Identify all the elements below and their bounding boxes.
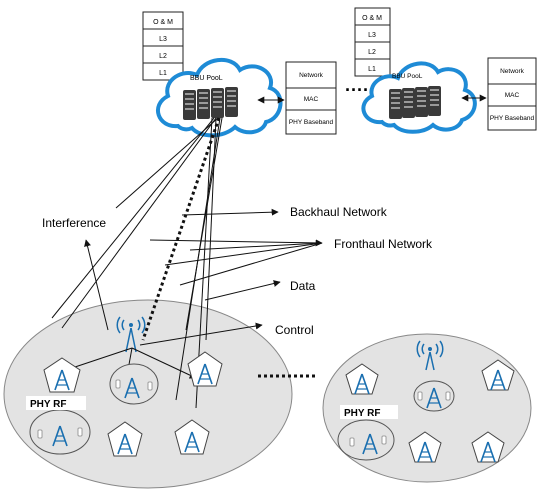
right-bbu-servers-icon: [389, 86, 441, 119]
right-rf-cell-ring: [337, 419, 395, 461]
interference-label: Interference: [42, 216, 106, 230]
left-stack-layer: L2: [159, 53, 167, 60]
left-phy-rf-label: PHY RF: [30, 399, 67, 410]
right-bbu-cloud: BBU PooL: [361, 61, 477, 134]
left-stack-layer: L3: [159, 36, 167, 43]
right-stack-layer: L3: [368, 32, 376, 39]
left-protocol-stack: O & M L3 L2 L1: [142, 11, 184, 81]
left-pentagon-cell: [174, 419, 210, 455]
backhaul-label: Backhaul Network: [290, 205, 388, 219]
right-bbu-pool: O & M L3 L2 L1 BBU PooL Network MAC PHY …: [354, 7, 537, 134]
left-phy-rf-box: [26, 396, 86, 410]
right-phy-rf-label: PHY RF: [344, 408, 381, 419]
data-label: Data: [290, 279, 316, 293]
phone-icon: [37, 429, 43, 439]
right-phy-rf-box: [340, 405, 398, 419]
right-stack-layer: O & M: [362, 15, 382, 22]
right-cloud-label: BBU PooL: [392, 73, 423, 80]
right-protocol-box: Network MAC PHY Baseband: [487, 57, 537, 131]
right-small-cell-ring: [413, 380, 455, 412]
phone-icon: [417, 391, 423, 401]
control-label: Control: [275, 323, 314, 337]
phone-icon: [115, 379, 121, 389]
right-protocol-layer: PHY Baseband: [490, 115, 535, 122]
left-protocol-layer: Network: [299, 72, 324, 79]
left-macro-antenna-icon: [116, 316, 146, 353]
left-cloud-label: BBU PooL: [190, 75, 223, 82]
left-bbu-pool: O & M L3 L2 L1 BBU PooL Network MAC PHY …: [142, 11, 337, 138]
phone-icon: [445, 391, 451, 401]
pool-continuation-dots: ····: [345, 80, 369, 100]
left-protocol-layer: PHY Baseband: [289, 119, 334, 126]
fronthaul-label: Fronthaul Network: [334, 237, 433, 251]
left-stack-layer: L1: [159, 70, 167, 77]
fronthaul-links: [51, 117, 223, 409]
phone-icon: [381, 435, 387, 445]
right-pentagon-cell: [471, 431, 505, 463]
left-pentagon-cell: [187, 351, 223, 387]
right-protocol-layer: Network: [500, 68, 525, 75]
phone-icon: [147, 381, 153, 391]
annotation-arrows: [84, 208, 323, 346]
phone-icon: [77, 427, 83, 437]
right-pentagon-cell: [345, 363, 379, 395]
right-protocol-stack: O & M L3 L2 L1: [354, 7, 391, 77]
phone-icon: [349, 437, 355, 447]
right-macro-antenna-icon: [416, 340, 444, 371]
left-stack-layer: O & M: [153, 19, 173, 26]
right-pentagon-cell: [481, 359, 515, 391]
right-stack-layer: L1: [368, 66, 376, 73]
right-stack-layer: L2: [368, 49, 376, 56]
left-pentagon-cell: [43, 357, 81, 393]
left-protocol-box: Network MAC PHY Baseband: [285, 61, 337, 135]
right-protocol-layer: MAC: [505, 92, 520, 99]
right-pentagon-cell: [408, 431, 442, 463]
left-pentagon-cell: [107, 421, 143, 457]
left-protocol-layer: MAC: [304, 96, 319, 103]
